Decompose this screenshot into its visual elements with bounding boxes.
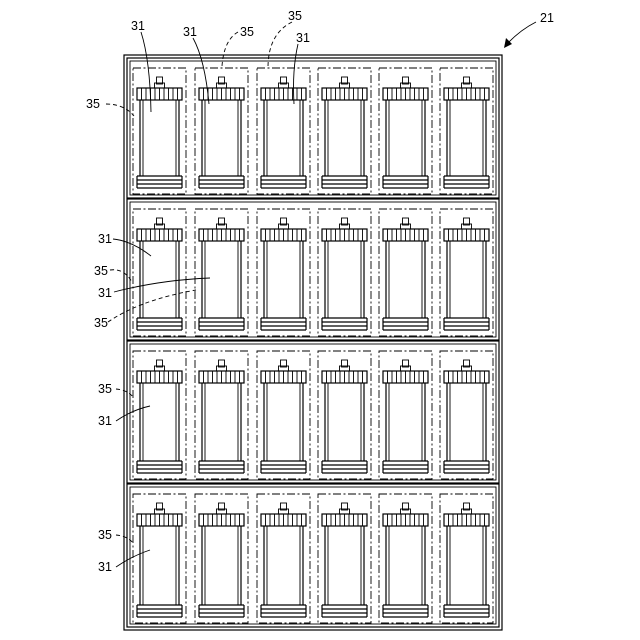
compartment-outline — [133, 209, 186, 336]
compartment-outline — [379, 209, 432, 336]
shelf-tray — [127, 58, 499, 198]
shelf-tray — [127, 484, 499, 627]
battery-unit — [257, 494, 310, 623]
shelf-tray-inner — [130, 344, 496, 480]
battery-unit — [318, 494, 371, 623]
battery-unit — [133, 68, 186, 194]
shelf-tray — [127, 199, 499, 340]
compartment-outline — [195, 494, 248, 623]
compartment-outline — [195, 68, 248, 194]
leader-lines — [106, 22, 536, 567]
compartment-outline — [440, 494, 493, 623]
compartment-outline — [379, 351, 432, 479]
compartment-outline — [257, 209, 310, 336]
battery-unit — [440, 209, 493, 336]
ref-label-35: 35 — [240, 25, 254, 39]
battery-unit — [195, 68, 248, 194]
compartment-outline — [440, 209, 493, 336]
battery-unit — [195, 494, 248, 623]
ref-label-31: 31 — [98, 232, 112, 246]
ref-label-35: 35 — [288, 9, 302, 23]
battery-unit — [257, 351, 310, 479]
battery-unit — [379, 209, 432, 336]
ref-label-21: 21 — [540, 11, 554, 25]
leader-shelf4-35 — [116, 535, 134, 544]
ref-label-31: 31 — [296, 31, 310, 45]
leader-shelf3-35 — [116, 389, 134, 398]
reference-labels: 21 31 31 35 35 31 35 31 35 31 35 35 31 3… — [86, 9, 554, 574]
battery-unit — [133, 209, 186, 336]
battery-unit — [318, 68, 371, 194]
compartment-outline — [195, 351, 248, 479]
ref-label-31: 31 — [98, 414, 112, 428]
compartment-outline — [379, 494, 432, 623]
battery-unit — [133, 351, 186, 479]
ref-label-31: 31 — [98, 560, 112, 574]
compartment-outline — [440, 68, 493, 194]
shelf-tray-inner — [130, 61, 496, 195]
battery-unit — [257, 68, 310, 194]
battery-unit — [195, 351, 248, 479]
battery-unit — [440, 68, 493, 194]
compartment-outline — [318, 351, 371, 479]
compartment-outline — [379, 68, 432, 194]
battery-unit — [133, 494, 186, 623]
battery-unit — [318, 351, 371, 479]
shelf-1 — [127, 58, 499, 198]
compartment-outline — [257, 68, 310, 194]
ref-label-35: 35 — [98, 382, 112, 396]
compartment-outline — [133, 68, 186, 194]
battery-unit — [379, 494, 432, 623]
battery-unit — [379, 68, 432, 194]
battery-unit — [195, 209, 248, 336]
compartment-outline — [133, 494, 186, 623]
compartment-outline — [195, 209, 248, 336]
compartment-outline — [440, 351, 493, 479]
compartment-outline — [257, 494, 310, 623]
shelf-2 — [127, 199, 499, 340]
compartment-outline — [257, 351, 310, 479]
shelf-tray-inner — [130, 487, 496, 624]
ref-label-31: 31 — [183, 25, 197, 39]
shelf-tray — [127, 341, 499, 483]
ref-label-35: 35 — [86, 97, 100, 111]
battery-unit — [379, 351, 432, 479]
compartment-outline — [318, 209, 371, 336]
ref-label-35: 35 — [94, 316, 108, 330]
leader-shelf2-35-b — [108, 290, 196, 322]
compartment-outline — [318, 68, 371, 194]
battery-unit — [257, 209, 310, 336]
battery-unit — [440, 351, 493, 479]
shelf-group — [127, 58, 499, 627]
ref-label-35: 35 — [98, 528, 112, 542]
battery-unit — [318, 209, 371, 336]
ref-label-31: 31 — [98, 286, 112, 300]
shelf-3 — [127, 341, 499, 483]
assembly-21-arrow — [506, 22, 536, 45]
rack-frame — [124, 55, 502, 630]
battery-unit — [440, 494, 493, 623]
compartment-outline — [318, 494, 371, 623]
shelf-tray-inner — [130, 202, 496, 337]
ref-label-31: 31 — [131, 19, 145, 33]
ref-label-35: 35 — [94, 264, 108, 278]
compartment-outline — [133, 351, 186, 479]
shelf-4 — [127, 484, 499, 627]
leader-shelf2-35-a — [110, 270, 132, 282]
